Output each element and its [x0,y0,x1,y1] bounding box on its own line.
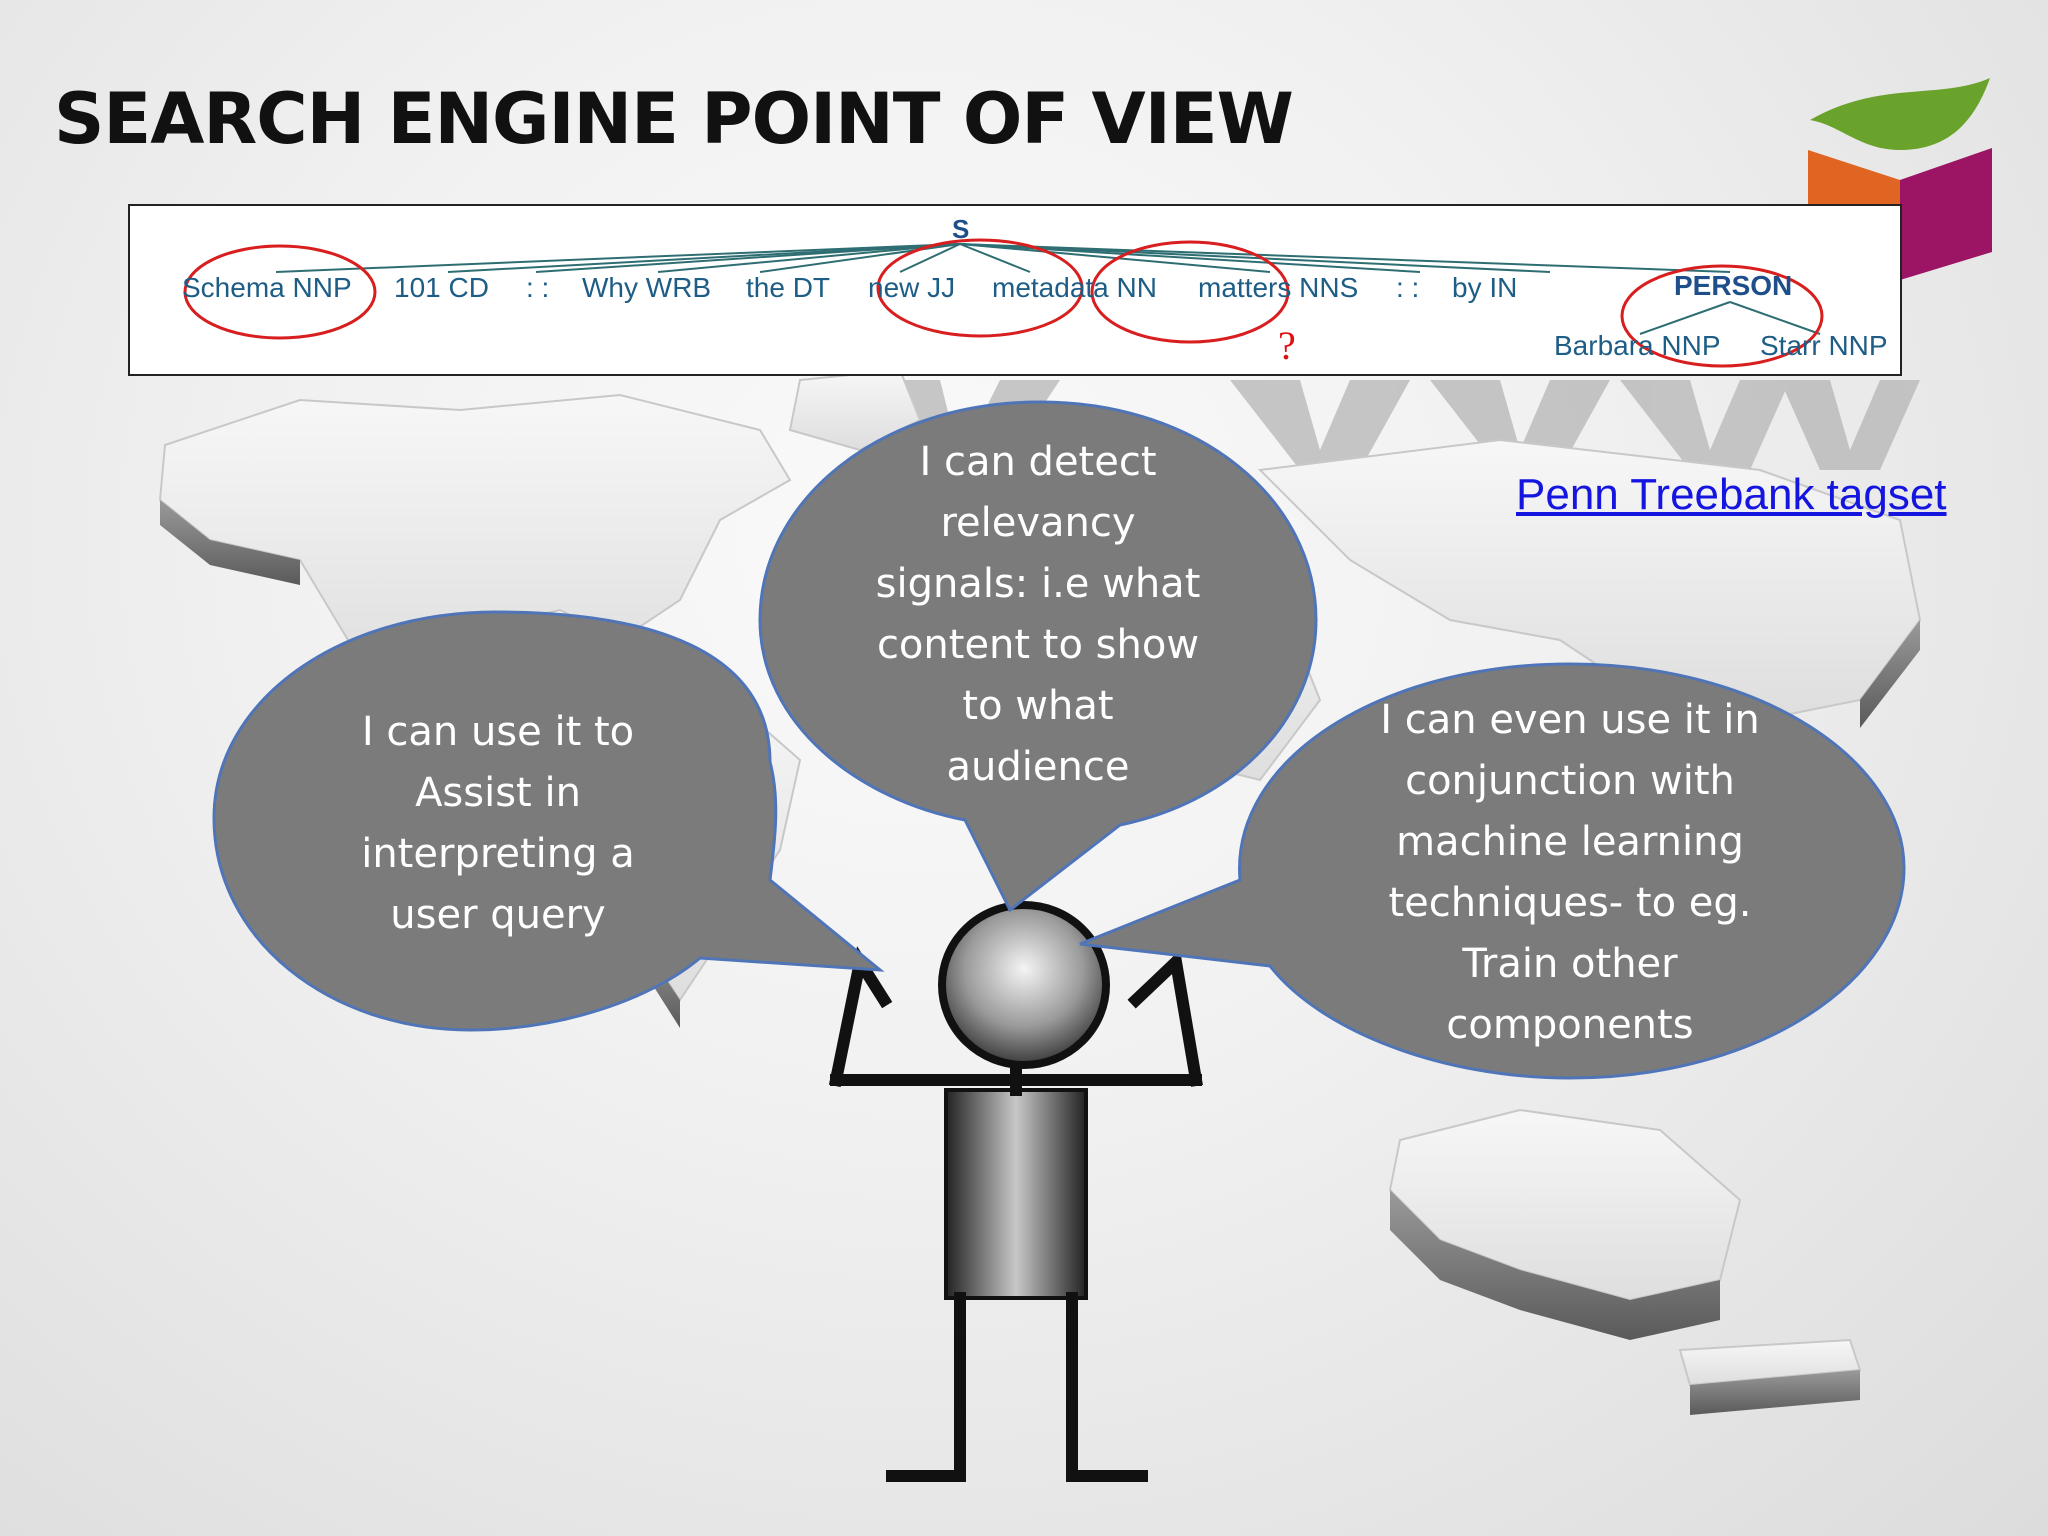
bubble-line: I can use it to [361,709,635,755]
speech-bubble-right-text: I can even use it in conjunction with ma… [1340,690,1800,1056]
bubble-line: I can even use it in [1380,697,1760,743]
bubble-line: audience [946,744,1130,790]
bubble-line: signals: i.e what [875,561,1201,607]
tree-token: by IN [1452,272,1518,303]
tree-token: metadata NN [992,272,1157,303]
tree-root-label: S [952,214,970,244]
bubble-line: interpreting a [361,831,635,877]
tree-token: : : [526,272,550,303]
tree-token: : : [1396,272,1420,303]
bubble-line: user query [390,892,606,938]
bubble-line: Train other [1462,941,1678,987]
bubble-line: Assist in [415,770,581,816]
tree-token: matters NNS [1198,272,1359,303]
entity-label: PERSON [1674,270,1793,301]
bubble-line: to what [962,683,1114,729]
speech-bubble-left [212,610,885,1032]
annotation-circles [183,238,1824,368]
page-title: SEARCH ENGINE POINT OF VIEW [54,78,1294,160]
speech-bubble-top [758,400,1318,913]
entity-child-token: Barbara NNP [1554,330,1721,361]
tree-token: 101 CD [394,272,489,303]
parse-tree-panel: S Schema NNP 101 CD : : Why WRB the DT n… [128,204,1902,376]
bubble-line: content to show [876,622,1200,668]
bubble-line: components [1446,1002,1694,1048]
entity-child-token: Starr NNP [1760,330,1888,361]
parse-tree-lines [183,238,1824,368]
tree-token: the DT [746,272,831,303]
bubble-line: techniques- to eg. [1388,880,1752,926]
bubble-line: machine learning [1396,819,1744,865]
speech-bubble-right [1079,662,1906,1080]
tree-token: Schema NNP [182,272,352,303]
bubble-line: I can detect [919,439,1157,485]
penn-treebank-link[interactable]: Penn Treebank tagset [1516,470,1947,519]
speech-bubble-left-text: I can use it to Assist in interpreting a… [318,702,678,946]
tree-token: new JJ [868,272,956,303]
bubble-line: conjunction with [1405,758,1735,804]
speech-bubble-top-text: I can detect relevancy signals: i.e what… [838,432,1238,798]
bubble-line: relevancy [940,500,1136,546]
question-mark: ? [1278,323,1296,368]
tree-token: Why WRB [582,272,712,303]
stick-figure [828,901,1203,1482]
